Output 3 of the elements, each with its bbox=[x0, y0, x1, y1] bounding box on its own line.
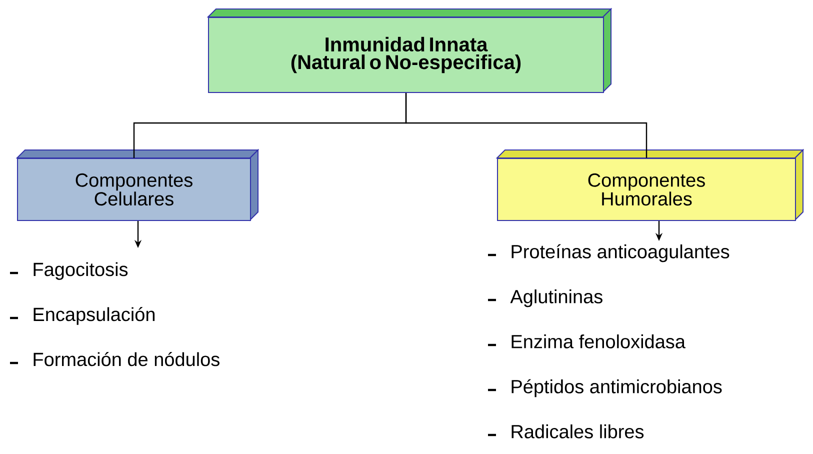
connector-line bbox=[405, 93, 648, 158]
item-list: Proteínas anticoagulantes Aglutininas Enzima fenoloxidasa Péptidos antimicrobianos Radicales libres bbox=[510, 244, 730, 438]
item-list: Fagocitosis Encapsulación Formación de nódulos bbox=[34, 262, 220, 366]
